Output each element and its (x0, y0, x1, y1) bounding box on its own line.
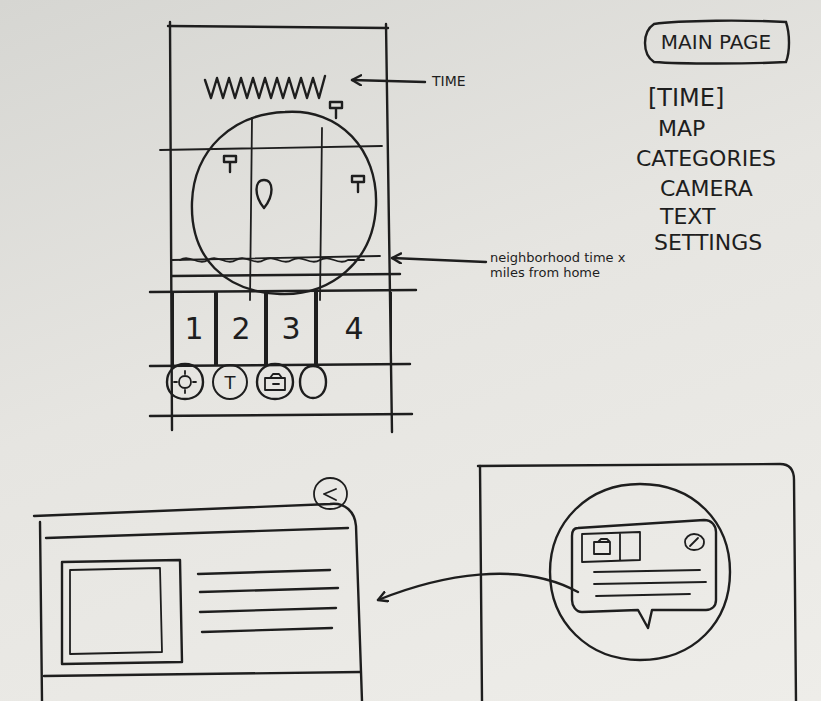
phone-outline (478, 464, 796, 701)
feature-list-item: CATEGORIES (636, 146, 776, 171)
page-title-box: MAIN PAGE (640, 18, 792, 66)
camera-symbol (265, 374, 285, 390)
leader-arrow (352, 80, 425, 82)
node-text: 2 (231, 311, 250, 346)
node-text: 4 (344, 311, 363, 346)
neighborhood-squiggle (180, 258, 364, 261)
thumbnail-box (582, 532, 640, 562)
divider-line (44, 672, 360, 676)
map-marker (224, 156, 236, 172)
transition-arrow (378, 574, 578, 600)
category-cell: 1 (172, 292, 216, 365)
text-lines (198, 570, 338, 632)
settings-icon (167, 364, 203, 399)
lozenge-path (645, 21, 789, 64)
panel-header-line (46, 528, 348, 538)
panel-outline (34, 504, 362, 701)
location-pin (257, 180, 272, 208)
map-circle (550, 484, 730, 660)
text-button: T (212, 364, 248, 400)
back-button (314, 478, 347, 509)
phone-left-edge (480, 466, 482, 701)
node-text: 1 (184, 311, 203, 346)
map-street (160, 146, 382, 150)
extra-icon (300, 366, 326, 398)
feature-list-item: [TIME] (648, 84, 724, 112)
category-cell: 4 (316, 292, 392, 365)
phone-bottom-line (150, 414, 412, 416)
leader-arrow (392, 258, 486, 262)
divider-line (172, 274, 400, 276)
phone-top-edge (168, 26, 388, 28)
category-cell: 2 (216, 292, 266, 365)
category-cell: 3 (266, 292, 316, 365)
gear-symbol (174, 371, 196, 393)
feature-list-item: TEXT (660, 204, 715, 229)
feature-list-item: MAP (658, 116, 705, 141)
map-street (250, 118, 252, 300)
annotation-note: neighborhood time x miles from home (490, 250, 640, 280)
image-placeholder (70, 568, 162, 654)
node-text: MAIN PAGE (661, 30, 771, 54)
phone-right-edge (386, 24, 392, 432)
camera-icon (257, 364, 293, 399)
map-marker (330, 102, 342, 118)
feature-list-item: SETTINGS (654, 230, 762, 255)
node-text: T (225, 372, 236, 393)
time-squiggle (205, 76, 325, 98)
close-icon (685, 534, 704, 550)
annotation-note: TIME (432, 73, 466, 89)
map-marker (352, 176, 364, 192)
map-circle (192, 112, 376, 294)
feature-list-item: CAMERA (660, 176, 753, 201)
node-text: 3 (281, 311, 300, 346)
speech-bubble (572, 520, 716, 628)
image-frame (62, 560, 182, 664)
text-lines (594, 570, 706, 596)
panel-left-edge (40, 522, 42, 701)
camera-symbol (594, 539, 610, 554)
